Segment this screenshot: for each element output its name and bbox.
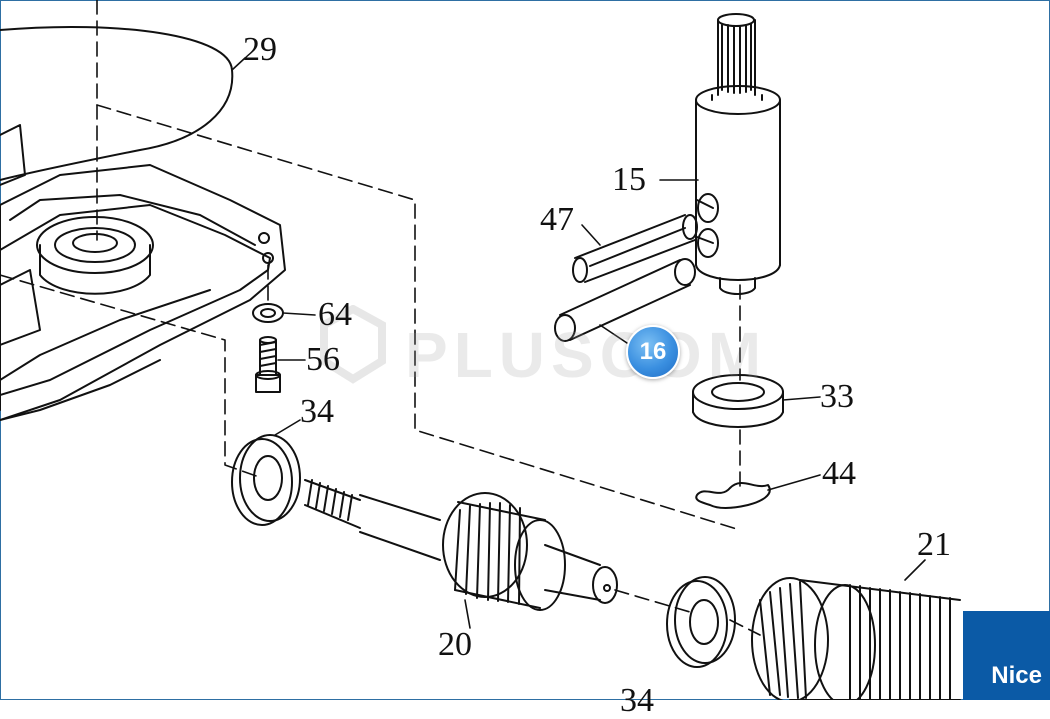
callout-34-left: 34 bbox=[300, 393, 334, 430]
callout-29: 29 bbox=[243, 31, 277, 68]
highlighted-part-badge[interactable]: 16 bbox=[626, 325, 680, 379]
brand-logo-text: Nice bbox=[991, 662, 1042, 689]
housing-part-29 bbox=[0, 26, 286, 421]
roll-pin-part-47 bbox=[572, 214, 698, 283]
callout-15: 15 bbox=[612, 161, 646, 198]
callout-64: 64 bbox=[318, 296, 352, 333]
shaft-part-15 bbox=[695, 13, 781, 295]
worm-shaft-part-20 bbox=[304, 479, 618, 611]
screw-part-56 bbox=[255, 336, 281, 393]
pin-part-16 bbox=[554, 258, 696, 342]
washer-part-64 bbox=[252, 303, 284, 323]
callout-34-bottom: 34 bbox=[620, 682, 654, 719]
exploded-parts-diagram bbox=[0, 0, 961, 700]
bearing-part-33 bbox=[692, 374, 784, 428]
watermark-logo-icon bbox=[320, 305, 386, 384]
bearing-part-34-left bbox=[231, 434, 301, 526]
leader-lines bbox=[231, 57, 926, 629]
callout-44: 44 bbox=[822, 455, 856, 492]
brand-logo: Nice bbox=[963, 611, 1050, 700]
clip-part-44 bbox=[695, 482, 771, 509]
callout-20: 20 bbox=[438, 626, 472, 663]
callout-33: 33 bbox=[820, 378, 854, 415]
assembly-lines bbox=[0, 0, 761, 636]
callout-47: 47 bbox=[540, 201, 574, 238]
bearing-part-34-bottom bbox=[666, 576, 736, 668]
callout-56: 56 bbox=[306, 341, 340, 378]
gear-part-21 bbox=[751, 577, 961, 700]
watermark-text: PLUSCOM bbox=[405, 319, 767, 391]
callout-21: 21 bbox=[917, 526, 951, 563]
